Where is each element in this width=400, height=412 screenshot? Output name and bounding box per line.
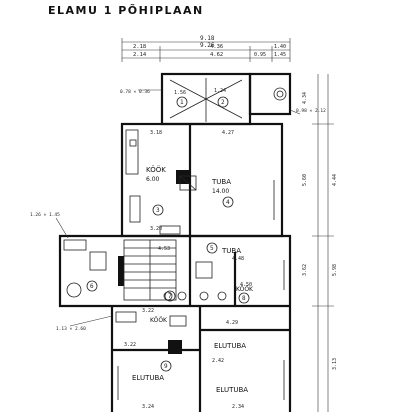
dim-left2: 1.13 × 2.60: [56, 326, 86, 332]
room-number-1: 1: [180, 99, 184, 106]
room-number-7: 7: [168, 293, 172, 300]
dim-top-a2: 2.14: [133, 52, 147, 58]
interior-dimensions: 3.18 4.27 1.26 × 1.45 1.13 × 2.60 3.20 4…: [30, 130, 252, 410]
main-walls: [58, 122, 292, 412]
room-number-8: 8: [242, 295, 246, 302]
dim-lower-d: 2.42: [212, 358, 224, 364]
room-tuba-top-sub: 14.00: [212, 188, 229, 195]
dim-lower-a: 3.22: [142, 308, 154, 314]
room-number-6: 6: [90, 283, 94, 290]
right-dimension-chain: 4.34 5.60 4.44 3.62 5.98 3.13: [302, 74, 338, 412]
dim-right-side-f: 3.13: [332, 358, 338, 370]
room-labels: KÖÖK 6.00 TUBA 14.00 TUBA KÖÖK KÖÖK ELUT…: [132, 165, 254, 394]
dim-top-b2: 4.62: [210, 52, 223, 58]
room-elutuba-left: ELUTUBA: [132, 374, 164, 382]
room-number-markers: 3 4 5 6 7 8 9: [86, 196, 250, 372]
dim-right-side-e: 5.98: [332, 264, 338, 276]
room-kook-top: KÖÖK: [146, 165, 166, 174]
dim-top-c2: 1.45: [274, 52, 286, 58]
dim-right-side-b: 5.60: [302, 174, 308, 186]
dim-right-side-a: 4.34: [302, 92, 308, 104]
dim-tuba-mid-w: 4.48: [232, 256, 244, 262]
room-number-5: 5: [210, 245, 214, 252]
dim-door: 0.78 × 0.36: [120, 89, 150, 95]
dim-mid-w2: 4.53: [158, 246, 170, 252]
room-tuba-top: TUBA: [211, 178, 231, 186]
dim-kook-w: 3.18: [150, 130, 162, 136]
dim-bottom-b: 2.34: [232, 404, 244, 410]
dim-bottom-a: 3.24: [142, 404, 154, 410]
dim-right-side-c: 4.44: [332, 174, 338, 186]
dim-lower-b: 4.29: [226, 320, 238, 326]
dim-top-total: 9.18: [200, 35, 215, 42]
room-tuba-mid: TUBA: [221, 247, 241, 255]
dim-top-a: 2.18: [133, 44, 146, 50]
room-kook-mid: KÖÖK: [236, 286, 254, 293]
dim-kook-mid-w: 4.50: [240, 282, 252, 288]
room-kook-top-sub: 6.00: [146, 176, 160, 183]
room-number-3: 3: [156, 207, 160, 214]
dim-top-total2: 9.26: [200, 42, 215, 49]
room-number-9: 9: [164, 363, 168, 370]
dim-mid-w: 3.20: [150, 226, 162, 232]
dim-top-c: 1.40: [274, 44, 286, 50]
fixtures: [63, 129, 285, 400]
dim-left: 1.26 × 1.45: [30, 212, 60, 218]
top-dimension-chain: 9.18 9.26 2.18 2.14 4.36 4.62 1.40 1.45 …: [121, 35, 291, 62]
stair-tower: 1.56 1.24 0.78 × 0.36 0.98 × 2.12 1 2: [120, 72, 326, 126]
room-elutuba-right: ELUTUBA: [216, 386, 248, 394]
dim-top-b: 4.36: [210, 44, 223, 50]
dim-right-side-d: 3.62: [302, 264, 308, 276]
dim-stair-d: 1.24: [214, 88, 226, 94]
dim-stair-w: 1.56: [174, 90, 186, 96]
inner-stairs: [123, 239, 177, 301]
dim-right-a: 0.98 × 2.12: [296, 108, 326, 114]
dim-lower-c: 3.22: [124, 342, 136, 348]
dim-top-d: 0.95: [254, 52, 266, 58]
room-number-4: 4: [226, 199, 230, 206]
dim-tuba-w: 4.27: [222, 130, 234, 136]
room-number-2: 2: [221, 99, 225, 106]
plan-title: ELAMU 1 PÕHIPLAAN: [48, 4, 204, 17]
leader-lines: [55, 89, 301, 327]
room-elutuba-center: ELUTUBA: [214, 342, 246, 350]
room-kook-bottom: KÖÖK: [150, 317, 168, 324]
